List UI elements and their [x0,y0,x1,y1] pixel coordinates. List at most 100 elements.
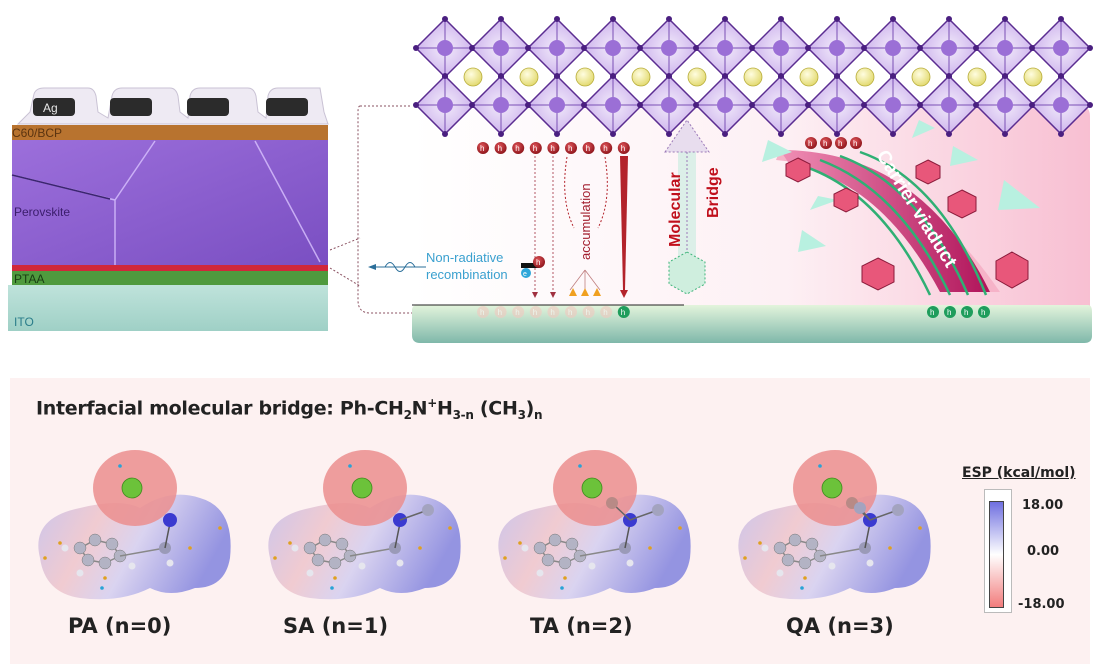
colorbar-tick-marks [1003,501,1008,606]
benzene-ring-icon [668,251,706,295]
pbi6-octahedron [1029,73,1093,137]
methyl-group [854,502,866,514]
esp-surface [268,494,461,600]
esp-molecule-ta [498,450,691,600]
chloride-ion [821,477,843,499]
phenyl-atoms [761,497,904,577]
pbi6-octahedron [469,73,533,137]
svg-text:h: h [947,308,951,317]
methyl-group [606,497,618,509]
trapped-hole-icon: h [512,306,525,318]
hole-icon: h [835,137,847,149]
ptaa-layer [12,271,328,285]
ito-layer [8,285,328,331]
hole-icon: h [494,142,507,154]
trapped-hole-icon: h [547,306,560,318]
pbi6-octahedron [525,73,589,137]
transferred-hole-icon: h [961,306,973,318]
a-site-cation [631,67,651,87]
trapped-hole-icon: h [529,306,542,318]
electron-icon [521,268,531,278]
a-site-cation [575,67,595,87]
pbi6-octahedron [413,16,477,80]
transferred-hole-icon: h [927,306,939,318]
zoom-connector [329,105,412,314]
bridge-text-molecular: Molecular [667,172,684,247]
phenyl-atoms [61,513,177,577]
svg-text:h: h [480,144,484,153]
trapped-hole-icon: h [494,306,507,318]
hole-icon [533,256,545,268]
ag-electrode [33,98,75,116]
perovskite-lattice [413,16,1093,137]
hole-icon: h [565,142,577,154]
hole-icon: h [582,142,595,154]
pbi6-octahedron [581,73,645,137]
svg-text:h: h [550,144,554,153]
trapped-hole-icon: h [600,306,613,318]
svg-text:h: h [533,308,537,317]
a-site-cation [911,67,931,87]
hole-icon: h [477,142,489,154]
svg-text:h: h [930,308,934,317]
direct-transfer-arrow [620,156,628,290]
svg-text:h: h [586,144,590,153]
hole-icon: h [805,137,817,149]
pbi6-octahedron [805,73,869,137]
esp-molecule-sa [268,450,461,600]
ag-electrode [187,98,229,116]
a-site-cation [463,67,483,87]
a-site-cation [799,67,819,87]
colorbar-title: ESP (kcal/mol) [962,465,1076,481]
esp-surface [498,494,691,600]
hole-icon: h [529,142,542,154]
methyl-group [892,504,904,516]
chloride-ion [351,477,373,499]
methyl-group [652,504,664,516]
pbi6-octahedron [861,73,925,137]
pbi6-octahedron [805,16,869,80]
svg-text:h: h [823,139,827,148]
svg-text:h: h [550,308,554,317]
svg-text:h: h [568,144,572,153]
svg-text:h: h [568,308,572,317]
a-site-cation [743,67,763,87]
bridge-formula-title: Interfacial molecular bridge: Ph-CH2N+H3… [36,396,543,423]
pbi6-octahedron [693,73,757,137]
svg-text:h: h [838,139,842,148]
svg-text:h: h [480,308,484,317]
interface-layer [12,265,328,271]
esp-molecule-pa [38,450,231,600]
nonradiative-recombination: Non-radiative recombination e h [368,250,545,282]
pbi6-octahedron [413,73,477,137]
svg-text:h: h [536,258,540,267]
label-c60-bcp: C60/BCP [12,126,62,140]
hole-icon: h [820,137,832,149]
transferred-hole-icon: h [944,306,956,318]
hole-icon: h [600,142,613,154]
hole-icon: h [617,142,630,154]
molecule-label-ta: TA (n=2) [530,614,633,638]
a-site-cation [967,67,987,87]
pbi6-octahedron [861,16,925,80]
svg-text:h: h [533,144,537,153]
molecule-label-qa: QA (n=3) [786,614,894,638]
a-site-cation [687,67,707,87]
pbi6-octahedron [973,73,1037,137]
svg-text:h: h [498,308,502,317]
svg-text:h: h [603,144,607,153]
transferred-hole-icon: h [978,306,990,318]
trapped-hole-icon: h [477,306,489,318]
transferred-hole-icon: h [617,306,630,318]
a-site-cation [519,67,539,87]
methyl-group [422,504,434,516]
trapped-hole-icon: h [565,306,577,318]
phenyl-atoms [521,497,664,577]
molecular-bridge-arrow: Molecular Bridge [664,119,722,295]
label-perovskite: Perovskite [14,205,70,219]
ammonium-groups [762,120,1040,252]
svg-text:h: h [621,308,625,317]
photon-wave-icon [384,262,426,272]
bridge-text-bridge: Bridge [705,167,722,218]
hole-icon: h [512,142,525,154]
